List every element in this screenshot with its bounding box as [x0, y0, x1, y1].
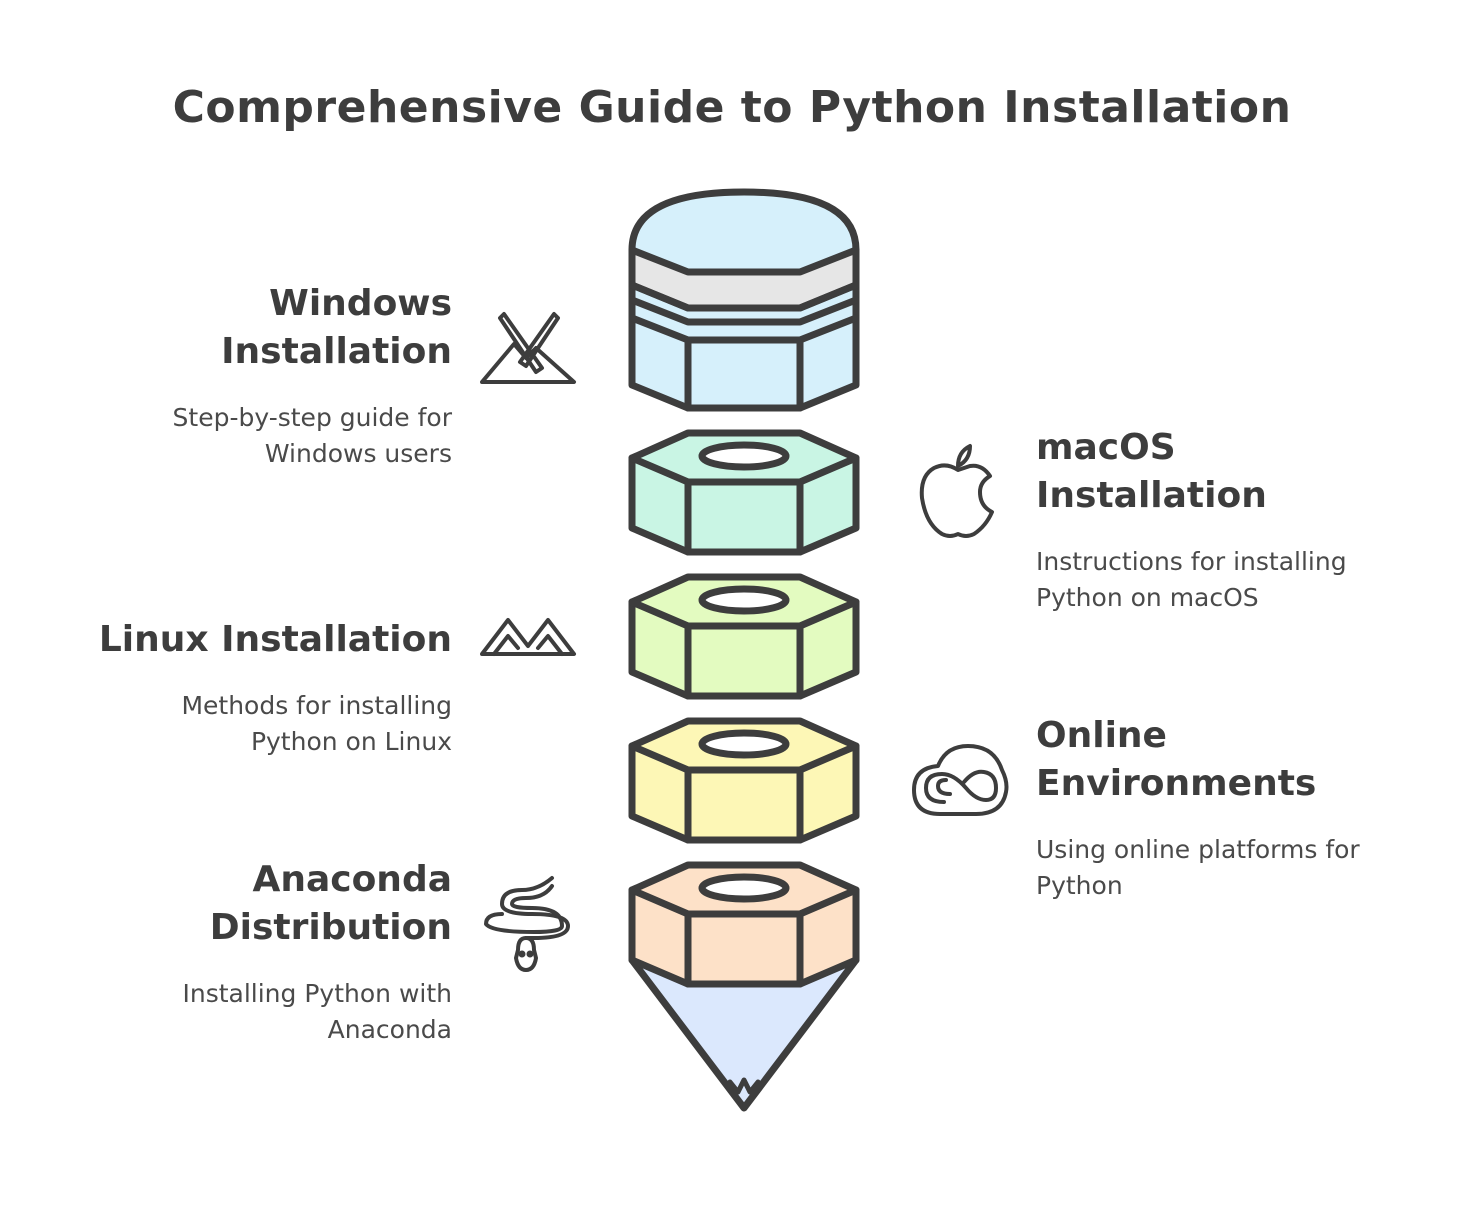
- windows-description-line1: Step-by-step guide for: [172, 403, 452, 432]
- online-heading-line1: Online: [1036, 715, 1167, 756]
- cloud-rings-icon: [912, 744, 1009, 816]
- anaconda-description-line2: Anaconda: [327, 1015, 452, 1044]
- online-heading-line2: Environments: [1036, 763, 1317, 804]
- linux-heading: Linux Installation: [98, 619, 452, 660]
- online-environments-block: Online Environments Using online platfor…: [1036, 712, 1436, 904]
- windows-installation-block: Windows Installation Step-by-step guide …: [52, 280, 452, 472]
- linux-description-line1: Methods for installing: [181, 691, 452, 720]
- apple-icon: [919, 444, 994, 538]
- macos-heading-line2: Installation: [1036, 475, 1267, 516]
- anaconda-description-line1: Installing Python with: [182, 979, 452, 1008]
- linux-description-line2: Python on Linux: [250, 727, 452, 756]
- macos-installation-block: macOS Installation Instructions for inst…: [1036, 424, 1436, 616]
- macos-heading-line1: macOS: [1036, 427, 1176, 468]
- windows-heading-line2: Installation: [221, 331, 452, 372]
- linux-nut-segment: [628, 573, 860, 700]
- online-description-line1: Using online platforms for: [1036, 835, 1360, 864]
- linux-installation-block: Linux Installation Methods for installin…: [52, 616, 452, 760]
- anaconda-heading-line2: Distribution: [209, 907, 452, 948]
- mountains-icon: [480, 618, 576, 656]
- macos-description-line1: Instructions for installing: [1036, 547, 1347, 576]
- mountain-tools-icon: [480, 312, 576, 384]
- windows-heading-line1: Windows: [269, 283, 452, 324]
- diagram-title: Comprehensive Guide to Python Installati…: [172, 82, 1292, 133]
- online-description-line2: Python: [1036, 871, 1123, 900]
- online-nut-segment: [628, 717, 860, 844]
- macos-nut-segment: [628, 429, 860, 556]
- snake-icon: [484, 876, 570, 972]
- anaconda-distribution-block: Anaconda Distribution Installing Python …: [52, 856, 452, 1048]
- anaconda-heading-line1: Anaconda: [252, 859, 452, 900]
- macos-description-line2: Python on macOS: [1036, 583, 1259, 612]
- windows-cap-segment: [628, 188, 860, 412]
- windows-description-line2: Windows users: [264, 439, 452, 468]
- anaconda-nut-segment: [628, 861, 860, 1112]
